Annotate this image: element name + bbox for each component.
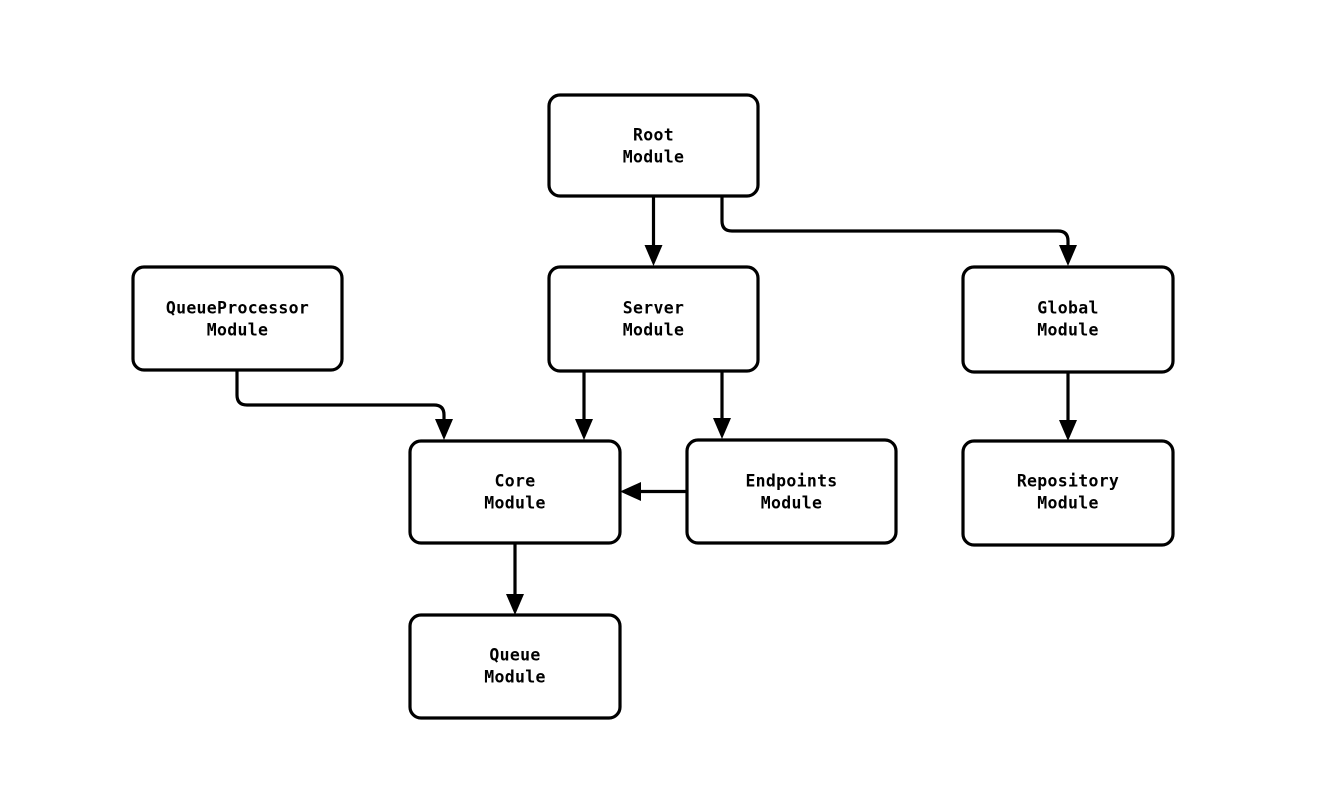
node-label-line1: Queue [489,646,540,665]
edge-endpoints-to-core [620,482,687,501]
edge-line [720,196,1070,248]
node-label-line1: QueueProcessor [166,299,309,318]
edge-root-to-global [720,196,1077,266]
node-box[interactable] [961,439,1175,547]
node-label-line1: Endpoints [745,472,837,491]
node-label-line2: Module [623,321,684,340]
edge-core-to-queue [506,543,524,615]
node-box[interactable] [408,613,622,720]
arrow-head-icon [620,482,641,501]
node-queueprocessor-module[interactable]: QueueProcessor Module [131,265,344,372]
node-box[interactable] [685,438,898,545]
node-label-line2: Module [761,494,822,513]
arrow-head-icon [713,418,731,439]
node-label-line2: Module [1037,321,1098,340]
node-label-line1: Global [1037,299,1098,318]
node-global-module[interactable]: Global Module [961,265,1175,374]
edge-global-to-repository [1059,372,1077,441]
arrow-head-icon [506,594,524,615]
arrow-head-icon [1059,420,1077,441]
node-repository-module[interactable]: Repository Module [961,439,1175,547]
node-label-line1: Server [623,299,684,318]
node-label-line2: Module [484,668,545,687]
node-server-module[interactable]: Server Module [547,265,760,373]
node-box[interactable] [547,265,760,373]
node-box[interactable] [547,93,760,198]
node-label-line1: Core [495,472,536,491]
edge-server-to-core [575,371,593,440]
edge-line [235,370,446,422]
node-box[interactable] [131,265,344,372]
node-core-module[interactable]: Core Module [408,439,622,545]
arrow-head-icon [644,245,663,266]
node-label-line2: Module [1037,494,1098,513]
node-queue-module[interactable]: Queue Module [408,613,622,720]
node-root-module[interactable]: Root Module [547,93,760,198]
node-label-line2: Module [207,321,268,340]
arrow-head-icon [1059,245,1077,266]
node-label-line2: Module [623,148,684,167]
edge-root-to-server [644,196,663,266]
edge-server-to-endpoints [713,371,731,439]
edge-queueprocessor-to-core [235,370,453,440]
node-label-line1: Root [633,126,674,145]
node-box[interactable] [408,439,622,545]
node-label-line1: Repository [1017,472,1119,491]
arrow-head-icon [575,419,593,440]
node-label-line2: Module [484,494,545,513]
arrow-head-icon [435,419,453,440]
node-box[interactable] [961,265,1175,374]
node-endpoints-module[interactable]: Endpoints Module [685,438,898,545]
